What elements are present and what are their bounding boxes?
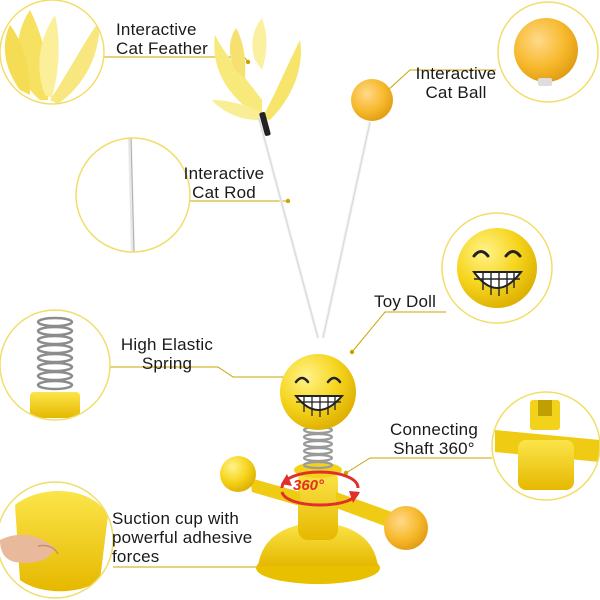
spring xyxy=(302,425,334,470)
detail-doll-ring xyxy=(441,212,553,324)
detail-rod xyxy=(76,138,190,252)
detail-feather xyxy=(0,0,104,104)
label-rod-line2: Cat Rod xyxy=(192,183,256,202)
leader-shaft xyxy=(345,457,492,474)
label-ball-line2: Cat Ball xyxy=(425,83,487,102)
feather-top xyxy=(212,18,301,136)
label-spring-line2: Spring xyxy=(141,354,193,373)
leader-doll xyxy=(351,311,446,353)
label-ball-line1: Interactive xyxy=(415,64,497,83)
label-shaft-line2: Shaft 360° xyxy=(393,439,475,458)
label-suction-line2: powerful adhesive xyxy=(112,528,253,547)
label-doll: Toy Doll xyxy=(374,292,436,311)
label-suction: Suction cup with powerful adhesive force… xyxy=(112,509,252,566)
label-shaft-line1: Connecting xyxy=(389,420,478,439)
label-shaft: Connecting Shaft 360° xyxy=(384,420,484,458)
detail-suction-ring xyxy=(0,481,114,599)
detail-spring-ring xyxy=(0,309,111,421)
label-feather-line1: Interactive xyxy=(116,20,197,39)
leader-ball xyxy=(387,69,496,91)
detail-ball xyxy=(498,2,598,102)
rod-right-edge xyxy=(322,121,371,339)
label-doll-line1: Toy Doll xyxy=(374,292,437,311)
detail-doll xyxy=(442,213,552,323)
label-rod-line1: Interactive xyxy=(183,164,265,183)
detail-ball-ring xyxy=(497,1,599,103)
detail-shaft-ring xyxy=(491,391,600,501)
label-spring: High Elastic Spring xyxy=(114,335,220,373)
label-rod: Interactive Cat Rod xyxy=(176,164,272,202)
leader-spring xyxy=(108,366,292,378)
label-spring-line1: High Elastic xyxy=(120,335,214,354)
main-product xyxy=(212,18,428,584)
label-feather-line2: Cat Feather xyxy=(116,39,208,58)
arm-ball-left xyxy=(220,456,256,492)
doll-head xyxy=(280,354,356,430)
detail-shaft xyxy=(492,392,600,500)
detail-suction xyxy=(0,482,113,598)
label-suction-line1: Suction cup with xyxy=(112,509,239,528)
leader-lines xyxy=(104,56,496,568)
arm-ball-right xyxy=(384,506,428,550)
label-ball: Interactive Cat Ball xyxy=(408,64,504,102)
rotation-label: 360° xyxy=(293,477,325,494)
label-suction-line3: forces xyxy=(112,547,160,566)
arm-right xyxy=(336,492,392,528)
detail-spring xyxy=(0,310,110,420)
detail-rod-ring xyxy=(75,137,191,253)
rod-left-edge xyxy=(257,114,319,339)
label-feather: Interactive Cat Feather xyxy=(116,20,208,58)
detail-feather-ring xyxy=(0,0,105,105)
ball-top xyxy=(351,79,393,121)
